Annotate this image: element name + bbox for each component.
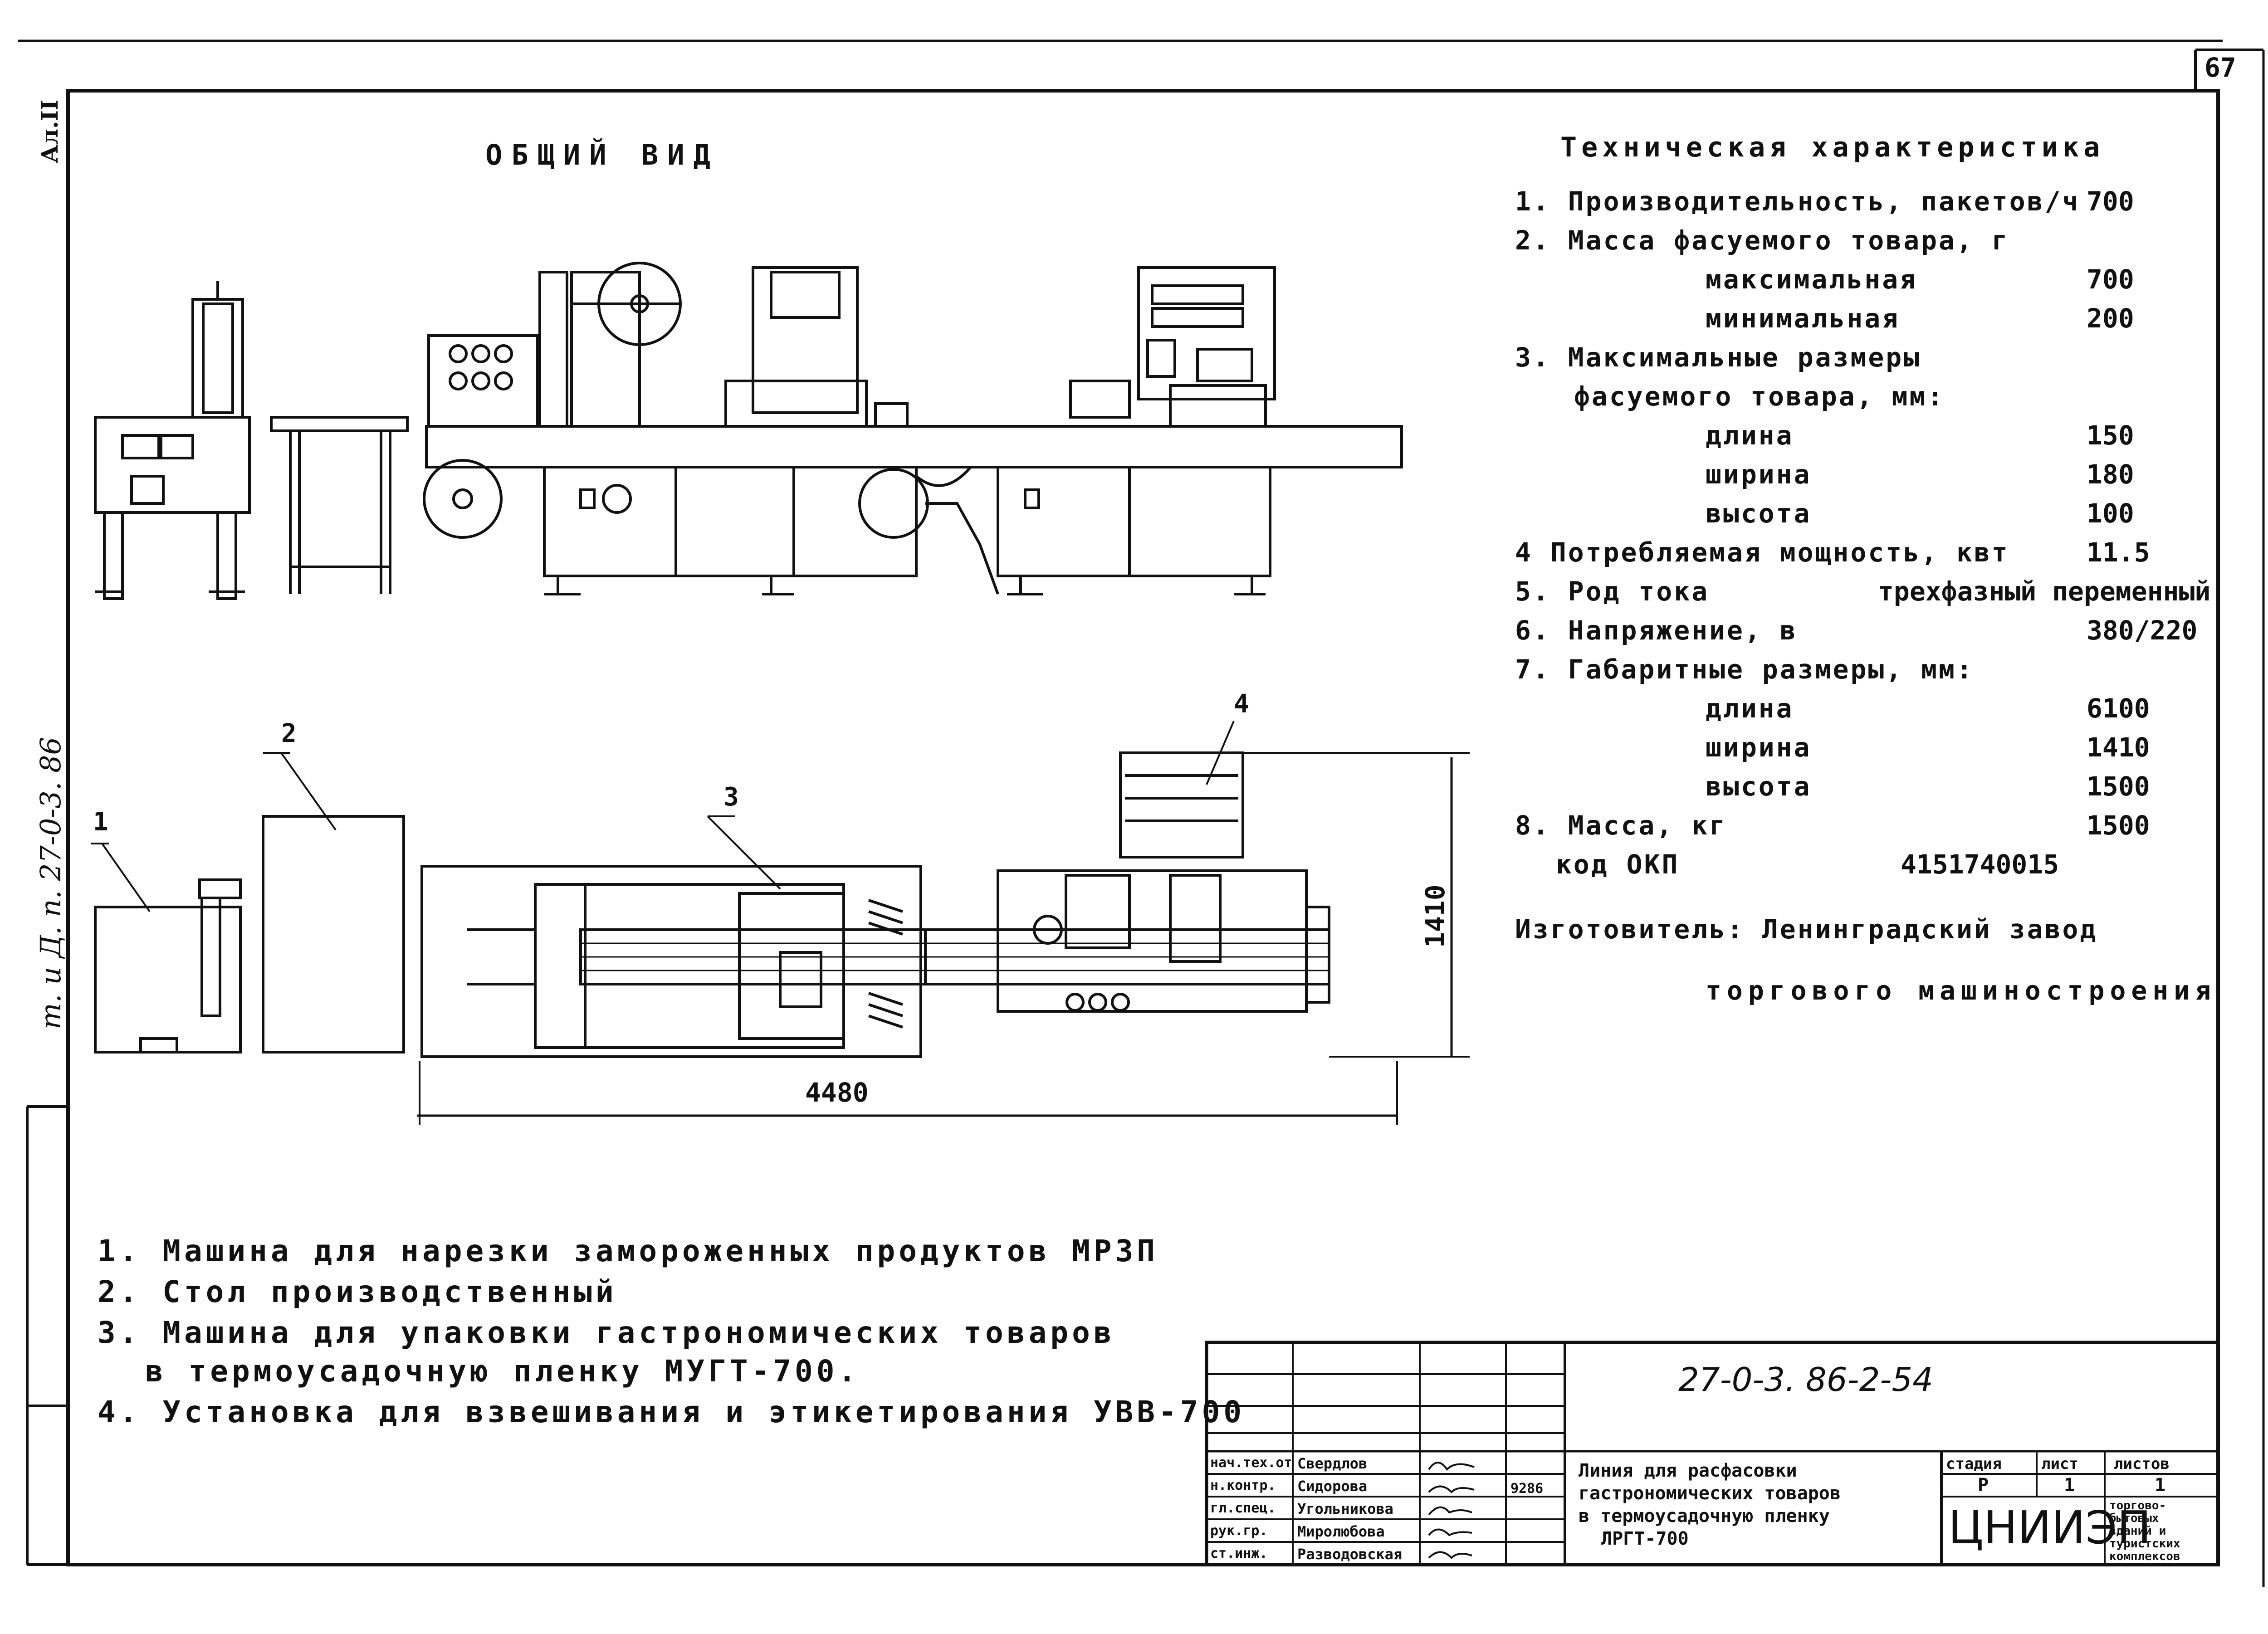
- legend-item-4: 4. Установка для взвешивания и этикетиро…: [98, 1395, 1245, 1429]
- spec-value: 700: [2087, 186, 2134, 217]
- spec-label: минимальная: [1706, 303, 1900, 334]
- spec-label: высота: [1706, 771, 1812, 802]
- side-code: Ал.II: [36, 99, 63, 163]
- spec-value: 11.5: [2087, 537, 2150, 568]
- drawing-code: 27-0-3. 86-2-54: [1678, 1361, 1933, 1399]
- callout-4: 4: [1234, 689, 1249, 719]
- spec-value: 180: [2087, 459, 2134, 490]
- stamp-extra-number: 9286: [1510, 1481, 1544, 1497]
- stamp-header-sheet: лист: [2041, 1455, 2078, 1473]
- legend-item-1: 1. Машина для нарезки замороженных проду…: [98, 1234, 1159, 1268]
- stamp-stage: Р: [1978, 1475, 1989, 1496]
- spec-label: 1. Производительность, пакетов/ч: [1515, 186, 2080, 217]
- dimension-length: 4480: [805, 1077, 869, 1108]
- stamp-description-4: ЛРГТ-700: [1601, 1528, 1689, 1549]
- spec-label: фасуемого товара, мм:: [1574, 381, 1945, 412]
- spec-label: ширина: [1706, 732, 1812, 763]
- org-sub-3: зданий и: [2109, 1524, 2166, 1538]
- org-sub-2: бытовых: [2109, 1512, 2159, 1525]
- spec-value: 100: [2087, 498, 2134, 529]
- stamp-role: н.контр.: [1210, 1478, 1276, 1493]
- spec-label: 8. Масса, кг: [1515, 810, 1727, 841]
- org-sub-1: торгово-: [2109, 1499, 2166, 1512]
- stamp-header-stage: стадия: [1946, 1455, 2002, 1473]
- callout-1: 1: [93, 807, 108, 837]
- stamp-name: Свердлов: [1297, 1455, 1368, 1472]
- spec-value: трехфазный переменный: [1878, 576, 2211, 607]
- stamp-name: Миролюбова: [1297, 1523, 1385, 1540]
- dimension-width: 1410: [1420, 884, 1451, 948]
- org-sub-4: туристских: [2109, 1537, 2180, 1551]
- stamp-name: Угольникова: [1297, 1500, 1393, 1517]
- plan-view: [91, 721, 2220, 1566]
- front-elevation: [94, 262, 1403, 600]
- stamp-description-3: в термоусадочную пленку: [1579, 1506, 1830, 1527]
- general-view-title: ОБЩИЙ ВИД: [485, 138, 719, 171]
- spec-value: 1500: [2087, 771, 2150, 802]
- spec-label: длина: [1706, 420, 1794, 451]
- stamp-sheet: 1: [2064, 1475, 2075, 1496]
- stamp-sheets: 1: [2155, 1475, 2166, 1496]
- spec-label: максимальная: [1706, 264, 1918, 295]
- spec-label: 6. Напряжение, в: [1515, 615, 1798, 646]
- spec-label: 3. Максимальные размеры: [1515, 342, 1921, 373]
- stamp-grid: [1205, 1341, 2220, 1566]
- specs-title: Техническая характеристика: [1560, 132, 2105, 163]
- spec-label: 5. Род тока: [1515, 576, 1710, 607]
- stamp-role: гл.спец.: [1210, 1500, 1276, 1516]
- spec-value: 150: [2087, 420, 2134, 451]
- stamp-header-sheets: листов: [2114, 1455, 2170, 1473]
- spec-label: ширина: [1706, 459, 1812, 490]
- spec-label: 7. Габаритные размеры, мм:: [1515, 654, 1974, 685]
- side-album: т. и Д. п. 27-0-3. 86: [34, 737, 67, 1029]
- stamp-role: нач.тех.от: [1210, 1455, 1292, 1471]
- stamp-role: рук.гр.: [1210, 1523, 1268, 1539]
- stamp-description-1: Линия для расфасовки: [1579, 1460, 1797, 1481]
- manufacturer-line2: торгового машиностроения: [1706, 975, 2217, 1006]
- spec-label: длина: [1706, 693, 1794, 724]
- spec-label: код ОКП: [1556, 849, 1680, 880]
- spec-value: 1500: [2087, 810, 2150, 841]
- stamp-description-2: гастрономических товаров: [1579, 1483, 1841, 1504]
- callout-3: 3: [723, 782, 739, 812]
- stamp-name: Разводовская: [1297, 1546, 1403, 1563]
- legend-item-3: 3. Машина для упаковки гастрономических …: [98, 1315, 1115, 1350]
- spec-value: 380/220: [2087, 615, 2198, 646]
- organization-name: ЦНИИЭП: [1948, 1501, 2151, 1554]
- spec-value: 200: [2087, 303, 2134, 334]
- spec-label: 2. Масса фасуемого товара, г: [1515, 225, 2009, 256]
- spec-value: 4151740015: [1901, 849, 2059, 880]
- spec-value: 700: [2087, 264, 2134, 295]
- stamp-role: ст.инж.: [1210, 1546, 1268, 1561]
- spec-value: 6100: [2087, 693, 2150, 724]
- legend-item-2: 2. Стол производственный: [98, 1274, 617, 1309]
- org-sub-5: комплексов: [2109, 1550, 2180, 1563]
- spec-value: 1410: [2087, 732, 2150, 763]
- stamp-name: Сидорова: [1297, 1478, 1368, 1495]
- page-number: 67: [2204, 52, 2236, 83]
- spec-label: высота: [1706, 498, 1812, 529]
- manufacturer-line1: Изготовитель: Ленинградский завод: [1515, 914, 2098, 945]
- spec-label: 4 Потребляемая мощность, квт: [1515, 537, 2009, 568]
- callout-2: 2: [281, 719, 297, 748]
- legend-item-3-cont: в термоусадочную пленку МУГТ-700.: [145, 1354, 860, 1389]
